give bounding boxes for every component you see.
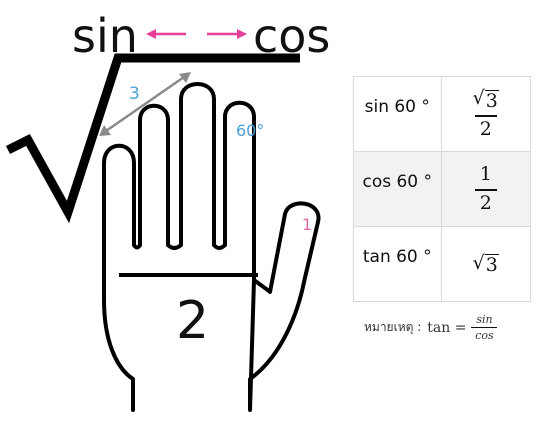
function-cell: tan 60 °: [353, 226, 442, 302]
fraction-bar: [471, 327, 498, 328]
radical-sign: [5, 53, 300, 224]
denominator: 2: [479, 117, 492, 140]
finger-cap-1: [132, 243, 142, 250]
tan-formula: tan = sin cos: [427, 313, 498, 342]
denominator: 2: [479, 191, 492, 214]
sqrt-symbol: √: [472, 252, 485, 275]
value-cell: √3: [440, 226, 532, 302]
formula-fraction: sin cos: [471, 313, 498, 342]
angle-label: 60°: [236, 121, 264, 140]
thumb-label: 1: [302, 215, 312, 234]
root-expression: √3: [473, 88, 499, 112]
formula-denominator: cos: [475, 329, 494, 342]
value-cell: √3 2: [440, 76, 532, 152]
table-row: cos 60 ° 1 2: [353, 151, 532, 227]
trig-values-table: sin 60 ° √3 2 cos 60 ° 1 2 tan 60 ° √3: [353, 76, 532, 302]
right-arrow: [207, 29, 247, 39]
value-cell: 1 2: [440, 151, 532, 227]
formula-lhs: tan: [427, 319, 451, 336]
formula-equals: =: [454, 319, 467, 336]
table-row: sin 60 ° √3 2: [353, 76, 532, 152]
palm-label: 2: [176, 291, 209, 351]
hypotenuse-label: 3: [129, 84, 140, 104]
finger-cap-2: [166, 243, 183, 250]
formula-numerator: sin: [476, 313, 493, 326]
function-cell: cos 60 °: [353, 151, 442, 227]
fraction-bar: [474, 115, 497, 117]
hypotenuse-arrow: [99, 72, 191, 136]
finger-cap-3: [212, 243, 227, 250]
sqrt-symbol: √: [472, 87, 485, 110]
function-cell: sin 60 °: [353, 76, 442, 152]
fraction-bar: [474, 189, 497, 191]
fraction: 1 2: [474, 163, 497, 214]
radicand: 3: [484, 254, 499, 277]
fraction: √3 2: [473, 88, 499, 140]
left-arrow: [146, 29, 186, 39]
radicand: 3: [484, 90, 499, 113]
note-label: หมายเหตุ :: [364, 320, 422, 334]
root-expression: √3: [473, 252, 499, 276]
table-row: tan 60 ° √3: [353, 226, 532, 302]
tan-note: หมายเหตุ : tan = sin cos: [364, 313, 534, 342]
numerator: 1: [479, 163, 492, 186]
hand-outline: [102, 82, 321, 412]
